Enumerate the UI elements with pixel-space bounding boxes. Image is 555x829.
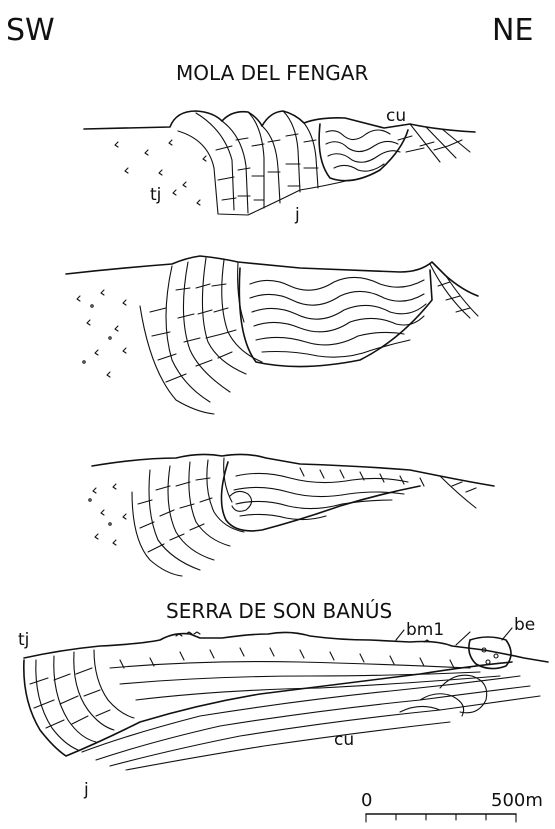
section-1-cu-core	[319, 124, 408, 181]
section-4-label-be: be	[514, 615, 535, 635]
section-4-label-bm1: bm1	[406, 620, 444, 640]
section-4-label-tj: tj	[18, 630, 29, 650]
section-3-limestone-base	[132, 492, 182, 576]
section-1-label-j: j	[294, 205, 300, 225]
section-4-cu-shear-beds	[82, 676, 540, 770]
scale-bar: 0 500m	[361, 790, 543, 822]
scale-ticks	[366, 814, 516, 822]
section-3-surface	[92, 454, 494, 486]
section-1-surface	[84, 111, 475, 132]
section-4-label-cu: cu	[334, 730, 354, 750]
section-1-title: MOLA DEL FENGAR	[176, 61, 368, 85]
orientation-sw: SW	[6, 13, 55, 48]
section-1-cu-folds	[326, 130, 400, 171]
section-1-label-cu: cu	[386, 106, 406, 126]
section-4-label-j: j	[83, 780, 89, 800]
scale-end-label: 500m	[491, 790, 543, 811]
section-1-limestone-beds	[196, 111, 470, 213]
section-2-tj-stipple	[77, 290, 126, 377]
section-2-cu-folds	[250, 277, 426, 357]
section-3-tj-stipple	[89, 484, 126, 545]
section-1-mola-del-fengar: MOLA DEL FENGAR	[84, 61, 475, 225]
orientation-ne: NE	[492, 13, 533, 48]
section-4-bm1-leader	[396, 630, 404, 640]
section-3-limestone-beds	[138, 458, 476, 570]
section-4-serra-de-son-banus: SERRA DE SON BANÚS	[18, 599, 548, 800]
section-2-limestone-beds	[150, 258, 478, 402]
section-1-label-tj: tj	[150, 185, 161, 205]
section-4-title: SERRA DE SON BANÚS	[166, 599, 392, 623]
section-2-cross-section	[66, 256, 478, 414]
section-3-cross-section	[89, 454, 494, 576]
section-2-surface	[66, 256, 478, 296]
scale-start-label: 0	[361, 790, 372, 811]
